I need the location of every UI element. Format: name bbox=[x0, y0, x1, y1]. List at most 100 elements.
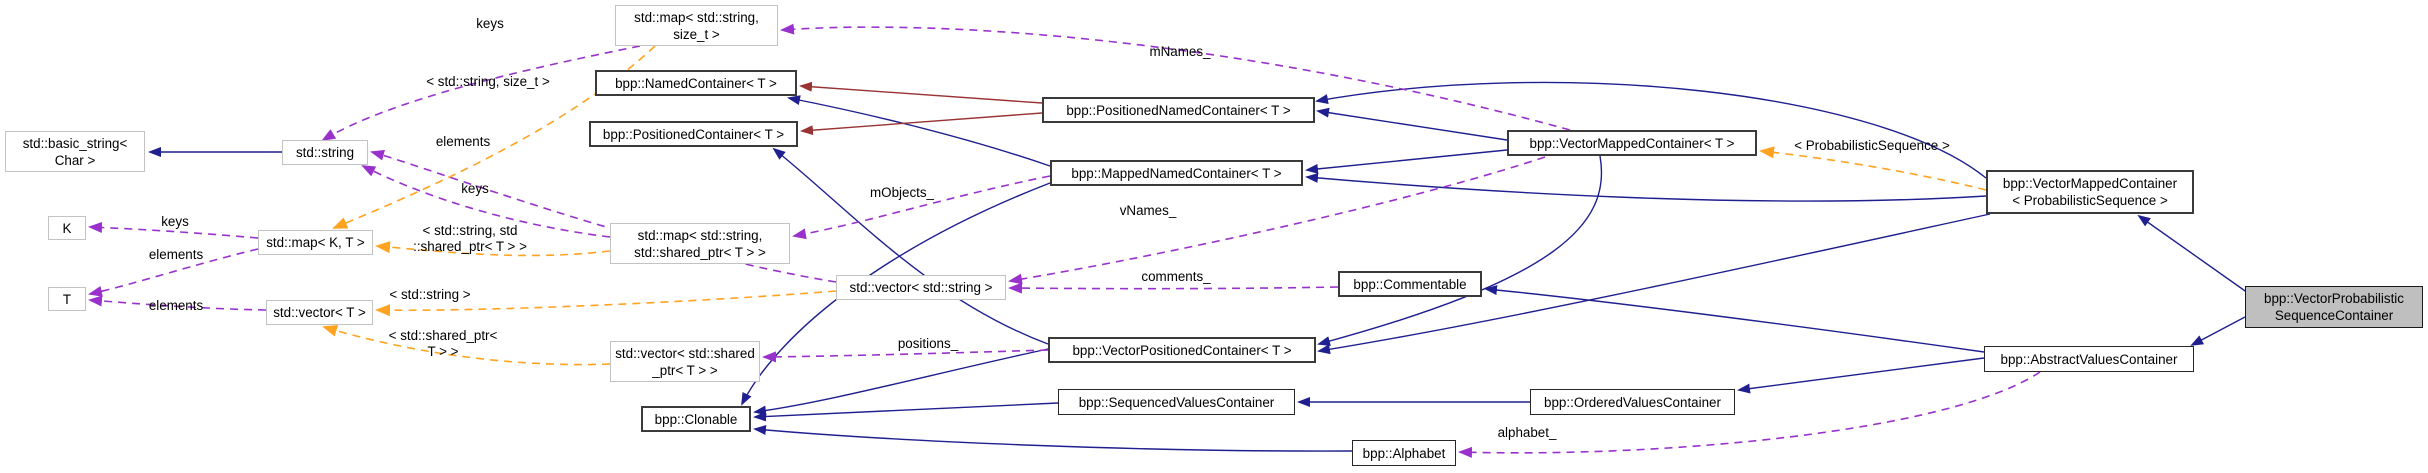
edge-abstractvalues-alphabet-member bbox=[1458, 371, 2041, 458]
edge-mapsizet-string-keys bbox=[321, 45, 641, 142]
node-k: K bbox=[48, 216, 86, 240]
edge-label-template-probabilistic-sequence: < ProbabilisticSequence > bbox=[1794, 138, 1950, 153]
edge-abstractvalues-orderedvalues bbox=[1737, 357, 1985, 394]
edge-positionednamed-positionedcontainer bbox=[800, 112, 1043, 136]
node-std-string: std::string bbox=[282, 140, 368, 165]
edge-vmcps-mappednamed bbox=[1305, 172, 1987, 202]
node-label: _ptr< T > > bbox=[652, 362, 718, 378]
edge-vmcps-positionednamed bbox=[1315, 81, 1987, 179]
edge-alphabet-clonable bbox=[753, 425, 1353, 452]
node-std-map-string-size-t: std::map< std::string, size_t > bbox=[615, 5, 778, 46]
edge-positionednamed-namedcontainer bbox=[799, 81, 1043, 104]
edge-vmcps-vmct-template bbox=[1759, 146, 1987, 191]
edge-vmct-vectorpositioned bbox=[1317, 155, 1603, 346]
edge-vectorpositioned-positionedcontainer bbox=[772, 147, 1049, 345]
node-label: bpp::OrderedValuesContainer bbox=[1544, 394, 1721, 410]
node-std-map-k-t: std::map< K, T > bbox=[258, 230, 373, 255]
edge-vmcps-vectorpositioned bbox=[1317, 213, 1991, 355]
edge-vpsc-abstractvalues bbox=[2190, 316, 2246, 346]
edge-vectort-t-elements bbox=[88, 295, 267, 311]
node-label: bpp::NamedContainer< T > bbox=[615, 75, 777, 91]
edge-vectorpositioned-vectorshared-positions bbox=[762, 349, 1049, 363]
node-named-container[interactable]: bpp::NamedContainer< T > bbox=[595, 70, 797, 96]
edge-label-mnames: mNames_ bbox=[1149, 44, 1211, 59]
edge-vmct-positionednamed bbox=[1316, 107, 1508, 141]
node-clonable[interactable]: bpp::Clonable bbox=[641, 406, 751, 432]
edge-commentable-vectorstring-comments bbox=[1008, 282, 1339, 294]
edge-label-line: < std::shared_ptr< bbox=[388, 328, 498, 343]
node-label: bpp::VectorProbabilistic bbox=[2264, 291, 2404, 306]
node-vector-mapped-container-ps[interactable]: bpp::VectorMappedContainer < Probabilist… bbox=[1986, 170, 2194, 214]
edge-mapkt-k-keys bbox=[88, 221, 259, 239]
node-label: bpp::VectorPositionedContainer< T > bbox=[1072, 342, 1292, 358]
node-commentable[interactable]: bpp::Commentable bbox=[1338, 271, 1482, 297]
edge-vectorshared-vectort-template bbox=[322, 325, 611, 366]
edge-label-keys-top: keys bbox=[476, 16, 504, 31]
edge-mapshared-string-keys bbox=[361, 165, 611, 238]
node-label: size_t > bbox=[673, 26, 720, 42]
node-label: bpp::PositionedNamedContainer< T > bbox=[1066, 102, 1291, 118]
node-label: std::map< std::string, bbox=[634, 9, 759, 25]
node-label: std::vector< std::shared bbox=[615, 345, 755, 361]
node-mapped-named-container[interactable]: bpp::MappedNamedContainer< T > bbox=[1050, 160, 1303, 186]
node-label: std::basic_string< bbox=[22, 135, 128, 151]
node-positioned-named-container[interactable]: bpp::PositionedNamedContainer< T > bbox=[1042, 97, 1315, 123]
edge-mapsizet-mapkt-template bbox=[332, 45, 656, 229]
edge-label-vnames: vNames_ bbox=[1119, 203, 1177, 218]
node-label: std::vector< T > bbox=[273, 305, 366, 320]
edge-mapshared-mapkt-template bbox=[375, 241, 611, 257]
node-std-map-string-shared-ptr: std::map< std::string, std::shared_ptr< … bbox=[610, 223, 790, 264]
node-label: bpp::Clonable bbox=[654, 411, 738, 427]
node-label: bpp::VectorMappedContainer bbox=[2002, 176, 2178, 191]
edge-mappednamed-mapshared-mobjects bbox=[792, 175, 1051, 240]
edge-label-line: ::shared_ptr< T > > bbox=[413, 239, 527, 254]
node-label: bpp::VectorMappedContainer< T > bbox=[1529, 135, 1735, 151]
node-label: T bbox=[62, 291, 72, 307]
edge-vpsc-vmcps bbox=[2137, 214, 2249, 294]
edge-label-line: < std::string, std bbox=[422, 223, 518, 238]
node-vector-positioned-container[interactable]: bpp::VectorPositionedContainer< T > bbox=[1048, 337, 1316, 363]
node-std-basic-string: std::basic_string< Char > bbox=[5, 131, 145, 172]
edge-label-keys-string: keys bbox=[461, 181, 489, 196]
node-vector-mapped-container-t[interactable]: bpp::VectorMappedContainer< T > bbox=[1507, 130, 1757, 156]
edge-mappednamed-namedcontainer bbox=[787, 95, 1051, 167]
node-label: < ProbabilisticSequence > bbox=[2012, 193, 2168, 208]
node-sequenced-values-container[interactable]: bpp::SequencedValuesContainer bbox=[1058, 389, 1295, 415]
node-t: T bbox=[48, 287, 86, 311]
edge-label-alphabet-member: alphabet_ bbox=[1497, 425, 1557, 440]
node-label: std::map< K, T > bbox=[266, 235, 365, 250]
node-label: bpp::MappedNamedContainer< T > bbox=[1071, 165, 1282, 181]
edge-vectorpositioned-clonable bbox=[753, 348, 1049, 416]
template-edges-orange bbox=[322, 45, 1987, 366]
edge-abstractvalues-commentable bbox=[1484, 285, 1985, 353]
node-std-vector-t: std::vector< T > bbox=[266, 300, 373, 325]
edge-label-elements-string: elements bbox=[435, 134, 491, 149]
node-label: Char > bbox=[54, 152, 96, 168]
inheritance-edges-blue bbox=[148, 81, 2249, 452]
node-label: std::vector< std::string > bbox=[849, 280, 993, 295]
node-positioned-container[interactable]: bpp::PositionedContainer< T > bbox=[589, 121, 798, 147]
edge-label-template-vector-string: < std::string > bbox=[389, 287, 471, 302]
node-label: std::map< std::string, bbox=[637, 227, 763, 243]
node-ordered-values-container[interactable]: bpp::OrderedValuesContainer bbox=[1530, 389, 1735, 415]
node-label: bpp::Commentable bbox=[1353, 276, 1467, 292]
edge-label-keys-k: keys bbox=[161, 214, 189, 229]
node-vector-probabilistic-sequence-container: bpp::VectorProbabilistic SequenceContain… bbox=[2245, 286, 2423, 328]
node-label: bpp::PositionedContainer< T > bbox=[602, 126, 785, 142]
edge-label-template-map-shared: < std::string, std ::shared_ptr< T > > bbox=[413, 223, 527, 255]
node-label: std::shared_ptr< T > > bbox=[634, 244, 766, 260]
edge-label-elements-map: elements bbox=[148, 247, 204, 262]
node-label: bpp::SequencedValuesContainer bbox=[1078, 394, 1275, 410]
node-label: K bbox=[62, 220, 72, 236]
node-label: bpp::AbstractValuesContainer bbox=[2000, 351, 2178, 367]
node-abstract-values-container[interactable]: bpp::AbstractValuesContainer bbox=[1984, 346, 2194, 372]
node-std-vector-shared-ptr: std::vector< std::shared _ptr< T > > bbox=[610, 341, 760, 382]
edge-label-comments: comments_ bbox=[1141, 269, 1211, 284]
edge-vmct-mappednamed bbox=[1305, 149, 1508, 174]
usage-edges-purple bbox=[88, 23, 2041, 458]
edge-vmct-mapsizet-mnames bbox=[780, 23, 1571, 131]
edge-vectorstring-vectort-template bbox=[375, 290, 837, 317]
node-alphabet[interactable]: bpp::Alphabet bbox=[1352, 440, 1456, 466]
